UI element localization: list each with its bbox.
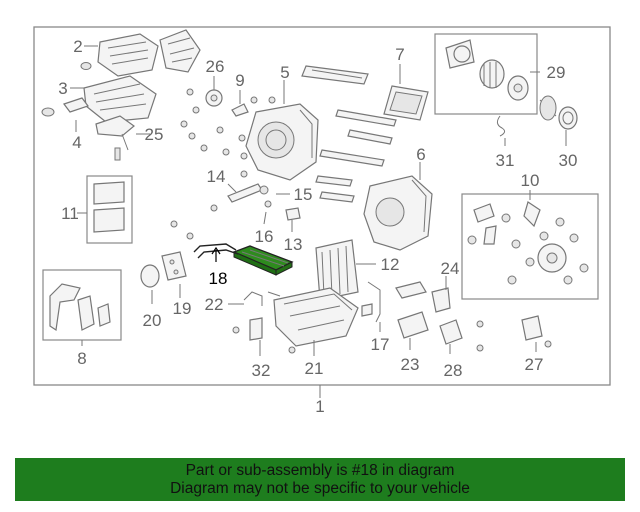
callout-5: 5 — [280, 63, 289, 82]
callout-10: 10 — [521, 171, 540, 190]
parts-diagram: 1 2 3 4 5 6 7 8 9 10 11 12 13 14 15 16 1… — [33, 26, 611, 416]
callout-11: 11 — [61, 204, 79, 223]
part-20-gasket — [140, 264, 160, 288]
part-19-flange — [161, 251, 187, 281]
part-6-case — [363, 175, 433, 251]
callout-21: 21 — [305, 359, 324, 378]
callout-2: 2 — [73, 37, 82, 56]
callout-32: 32 — [252, 361, 271, 380]
callout-26: 26 — [206, 57, 225, 76]
fasteners-left — [170, 88, 276, 240]
callout-24: 24 — [441, 259, 460, 278]
callout-22: 22 — [205, 295, 224, 314]
part-31-wire — [496, 115, 506, 137]
part-5-blower-case — [245, 103, 319, 181]
callout-20: 20 — [143, 311, 162, 330]
callout-28: 28 — [444, 361, 463, 380]
part-3-housing — [83, 75, 157, 123]
banner-line-disclaimer: Diagram may not be specific to your vehi… — [170, 480, 470, 497]
part-29-blower-motor — [445, 39, 529, 101]
info-banner: Part or sub-assembly is #18 in diagram D… — [15, 458, 625, 501]
seal-strips — [301, 65, 397, 203]
part-17-tube — [361, 281, 381, 323]
callout-4: 4 — [72, 133, 81, 152]
part-18-heater-core — [193, 243, 294, 276]
callout-15: 15 — [294, 185, 313, 204]
parts-13-16 — [227, 170, 301, 221]
callout-9: 9 — [235, 71, 244, 90]
part-27-actuator — [521, 315, 552, 348]
part-8-contents — [49, 283, 111, 332]
callout-3: 3 — [58, 79, 67, 98]
part-22-hose — [243, 291, 281, 306]
part-4-bracket — [41, 62, 92, 117]
part-7-filter — [383, 85, 429, 121]
callout-18: 18 — [209, 269, 228, 288]
part-24-bracket — [395, 281, 451, 313]
part-2-intake-housing — [97, 29, 201, 77]
part-28-actuator — [439, 319, 484, 352]
part-32-sensor — [232, 317, 263, 341]
callout-13: 13 — [284, 235, 303, 254]
callout-16: 16 — [255, 227, 274, 246]
part-11-filters — [93, 181, 125, 233]
part-30-ring — [539, 95, 578, 130]
part-25-seal — [95, 115, 135, 161]
callout-29: 29 — [547, 63, 566, 82]
part-9-link — [231, 90, 249, 117]
callout-25: 25 — [145, 125, 164, 144]
part-10-contents — [467, 201, 589, 285]
callout-14: 14 — [207, 167, 226, 186]
callout-17: 17 — [371, 335, 390, 354]
callout-31: 31 — [496, 151, 515, 170]
callout-1: 1 — [315, 397, 324, 416]
part-18-pipes — [193, 243, 239, 259]
callout-6: 6 — [416, 145, 425, 164]
part-12-core — [315, 239, 359, 301]
part-21-lower-case — [273, 287, 359, 347]
banner-line-part: Part or sub-assembly is #18 in diagram — [185, 462, 455, 479]
group-box-29 — [434, 33, 538, 115]
diagram-frame — [33, 26, 611, 386]
part-23-module — [397, 311, 429, 339]
group-box-11 — [86, 175, 133, 244]
callout-12: 12 — [381, 255, 400, 274]
callout-8: 8 — [77, 349, 86, 368]
callout-23: 23 — [401, 355, 420, 374]
callout-19: 19 — [173, 299, 192, 318]
leader-lines — [70, 45, 567, 356]
callout-27: 27 — [525, 355, 544, 374]
callout-7: 7 — [395, 45, 404, 64]
callout-30: 30 — [559, 151, 578, 170]
